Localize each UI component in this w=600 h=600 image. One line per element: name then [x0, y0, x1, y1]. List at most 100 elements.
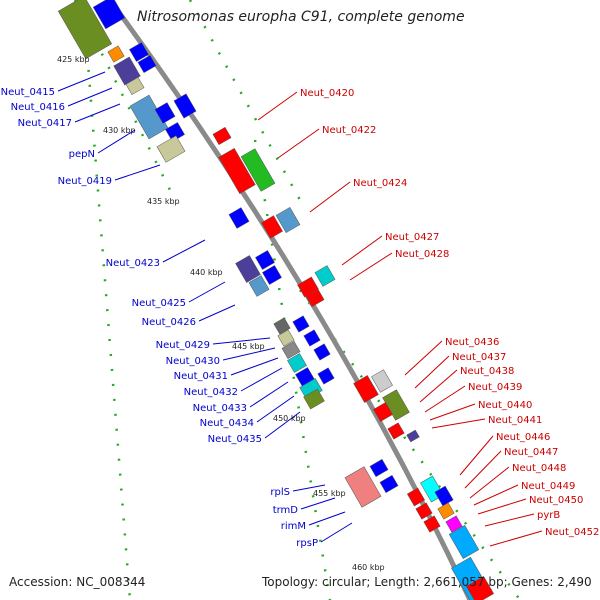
- leader-line-left: [308, 511, 346, 526]
- leader-line-right: [429, 403, 476, 421]
- leader-line-right: [277, 128, 320, 159]
- gene-label-right[interactable]: Neut_0438: [460, 366, 514, 377]
- leader-line-left: [240, 367, 283, 392]
- gene-feature-49: [445, 515, 463, 533]
- gene-feature-48: [437, 502, 455, 520]
- gene-label-right[interactable]: Neut_0424: [353, 178, 407, 189]
- gene-feature-37: [371, 369, 393, 393]
- gene-label-left[interactable]: Neut_0416: [11, 102, 65, 113]
- leader-line-right: [489, 530, 543, 547]
- gene-label-right[interactable]: Neut_0428: [395, 249, 449, 260]
- gene-label-left[interactable]: Neut_0417: [18, 118, 72, 129]
- gene-label-left[interactable]: Neut_0415: [1, 87, 55, 98]
- gene-label-right[interactable]: Neut_0452: [545, 527, 599, 538]
- leader-line-left: [74, 103, 121, 123]
- leader-line-right: [341, 235, 383, 266]
- dotted-tick-tracks: [73, 0, 522, 600]
- leader-line-right: [349, 252, 393, 281]
- gene-label-right[interactable]: Neut_0446: [496, 432, 550, 443]
- gene-label-left[interactable]: rplS: [270, 487, 290, 498]
- gene-label-right[interactable]: Neut_0447: [504, 447, 558, 458]
- leader-line-left: [97, 129, 136, 154]
- gene-feature-11: [173, 93, 197, 119]
- leader-line-left: [67, 87, 113, 107]
- scale-label: 440 kbp: [190, 268, 223, 277]
- leader-line-right: [469, 466, 510, 499]
- gene-feature-31: [303, 388, 325, 410]
- leader-line-left: [212, 337, 271, 345]
- gene-label-left[interactable]: Neut_0425: [132, 298, 186, 309]
- gene-label-right[interactable]: Neut_0420: [300, 88, 354, 99]
- gene-feature-42: [344, 466, 382, 508]
- gene-feature-27: [281, 340, 301, 360]
- gene-label-left[interactable]: Neut_0419: [58, 176, 112, 187]
- gene-label-left[interactable]: rpsP: [296, 538, 318, 549]
- gene-feature-16: [261, 215, 283, 239]
- gene-feature-0: [57, 0, 113, 60]
- gene-label-right[interactable]: Neut_0440: [478, 400, 532, 411]
- gene-label-left[interactable]: Neut_0426: [142, 317, 196, 328]
- gene-label-right[interactable]: Neut_0437: [452, 352, 506, 363]
- gene-feature-36: [353, 375, 379, 403]
- gene-label-right[interactable]: Neut_0422: [322, 125, 376, 136]
- leader-line-left: [300, 497, 336, 510]
- leader-line-left: [256, 395, 295, 423]
- leader-line-right: [309, 181, 351, 213]
- scale-label: 450 kbp: [273, 414, 306, 423]
- leader-line-left: [264, 411, 301, 439]
- gene-feature-26: [277, 329, 295, 347]
- gene-feature-21: [262, 265, 282, 285]
- gene-label-left[interactable]: Neut_0432: [184, 387, 238, 398]
- gene-feature-28: [287, 353, 307, 373]
- gene-feature-54: [423, 515, 441, 533]
- gene-label-right[interactable]: pyrB: [537, 510, 560, 521]
- gene-feature-23: [314, 265, 336, 287]
- gene-label-right[interactable]: Neut_0449: [521, 481, 575, 492]
- gene-label-right[interactable]: Neut_0436: [445, 337, 499, 348]
- gene-feature-41: [406, 429, 420, 443]
- gene-label-left[interactable]: Neut_0434: [200, 418, 254, 429]
- gene-label-right[interactable]: Neut_0441: [488, 415, 542, 426]
- leader-line-left: [162, 239, 206, 263]
- leader-line-right: [484, 513, 535, 527]
- gene-label-left[interactable]: Neut_0430: [166, 356, 220, 367]
- leader-line-left: [249, 381, 289, 408]
- gene-label-right[interactable]: Neut_0427: [385, 232, 439, 243]
- gene-label-left[interactable]: Neut_0429: [156, 340, 210, 351]
- gene-feature-14: [240, 148, 276, 192]
- gene-label-left[interactable]: Neut_0435: [208, 434, 262, 445]
- gene-feature-13: [218, 147, 256, 195]
- gene-feature-1: [92, 0, 126, 30]
- gene-feature-5: [129, 42, 149, 62]
- gene-label-left[interactable]: Neut_0423: [106, 258, 160, 269]
- gene-feature-17: [275, 206, 301, 234]
- leader-line-right: [414, 355, 450, 389]
- leader-line-right: [464, 450, 502, 489]
- gene-feature-8: [154, 102, 176, 124]
- leader-line-right: [477, 498, 527, 515]
- gene-label-left[interactable]: rimM: [281, 521, 306, 532]
- scale-label: 455 kbp: [313, 489, 346, 498]
- leader-line-left: [188, 281, 226, 303]
- leader-line-right: [431, 418, 486, 429]
- leader-line-left: [198, 304, 236, 322]
- gene-label-left[interactable]: Neut_0431: [174, 371, 228, 382]
- gene-label-right[interactable]: Neut_0450: [529, 495, 583, 506]
- gene-feature-6: [137, 54, 157, 74]
- leader-line-left: [320, 522, 353, 543]
- gene-feature-9: [165, 122, 185, 142]
- gene-feature-15: [228, 207, 250, 229]
- gene-feature-2: [107, 45, 125, 63]
- gene-feature-20: [255, 250, 275, 270]
- gene-label-left[interactable]: pepN: [69, 149, 95, 160]
- leader-line-left: [222, 347, 276, 361]
- gene-label-left[interactable]: Neut_0433: [193, 403, 247, 414]
- gene-label-right[interactable]: Neut_0448: [512, 463, 566, 474]
- scale-label: 460 kbp: [352, 563, 385, 572]
- gene-label-left[interactable]: trmD: [273, 505, 299, 516]
- gene-feature-50: [448, 525, 480, 559]
- gene-label-right[interactable]: Neut_0439: [468, 382, 522, 393]
- gene-feature-52: [465, 575, 495, 600]
